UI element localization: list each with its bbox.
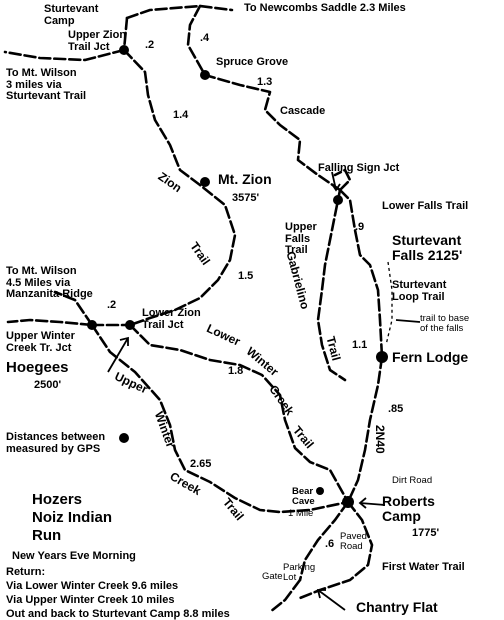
fern-lodge-label: Fern Lodge bbox=[392, 349, 469, 365]
map-title-line-2: Noiz Indian bbox=[32, 509, 112, 526]
gate-label: Gate bbox=[262, 571, 283, 582]
lower-zion-jct-dot bbox=[125, 320, 135, 330]
spruce-grove-label: Spruce Grove bbox=[216, 56, 289, 68]
chantry-flat-label: Chantry Flat bbox=[356, 599, 438, 615]
mt-zion-elevation: 3575' bbox=[232, 192, 260, 204]
distance-label: .2 bbox=[145, 39, 155, 51]
trail-zion bbox=[122, 48, 237, 327]
distance-label: 1.3 bbox=[257, 76, 273, 88]
return-heading: Return: bbox=[6, 566, 46, 578]
map-title-line-3: Run bbox=[32, 527, 62, 544]
gps-legend-dot bbox=[119, 433, 129, 443]
trail-lower-winter-creek bbox=[128, 323, 350, 504]
one-mile-label: 1 Mile bbox=[288, 508, 314, 519]
distance-label: 1.1 bbox=[352, 339, 368, 351]
distance-label: 2.65 bbox=[190, 458, 212, 470]
arrow-chantry bbox=[316, 589, 346, 611]
sturtevant-camp-dot bbox=[119, 45, 129, 55]
return-route-upper: Via Upper Winter Creek 10 miles bbox=[6, 594, 175, 606]
dirt-road-label: Dirt Road bbox=[392, 475, 433, 486]
distance-label: .85 bbox=[388, 403, 404, 415]
spruce-grove-dot bbox=[200, 70, 210, 80]
trail-sturtevant-east bbox=[186, 4, 342, 192]
map-subtitle: New Years Eve Morning bbox=[12, 550, 136, 562]
return-route-lower: Via Lower Winter Creek 9.6 miles bbox=[6, 580, 179, 592]
upper-winter-jct-dot bbox=[87, 320, 97, 330]
trail-to-newcombs bbox=[125, 4, 234, 20]
trail-lower-falls bbox=[338, 188, 384, 359]
trail-name-2n40: 2N40 bbox=[373, 425, 387, 454]
trail-2n40 bbox=[346, 355, 384, 504]
distance-label: 1.5 bbox=[238, 270, 254, 282]
trail-to-mt-wilson-north bbox=[3, 48, 126, 62]
return-route-out-back: Out and back to Sturtevant Camp 8.8 mile… bbox=[6, 608, 230, 620]
trail-upper-winter-creek bbox=[90, 323, 350, 514]
hoegees-elevation: 2500' bbox=[34, 379, 62, 391]
arrow-roberts bbox=[358, 497, 386, 509]
falling-sign-jct-label: Falling Sign Jct bbox=[318, 162, 400, 174]
trail-chantry-loop bbox=[268, 578, 302, 614]
roberts-camp-elevation: 1775' bbox=[412, 527, 440, 539]
trail-sturtevant-camp bbox=[122, 16, 129, 52]
bear-cave-dot bbox=[316, 487, 324, 495]
arrow-trail-to-base bbox=[395, 319, 421, 323]
mt-zion-dot bbox=[200, 177, 210, 187]
to-newcombs-label: To Newcombs Saddle 2.3 Miles bbox=[244, 2, 406, 14]
fern-lodge-dot bbox=[376, 351, 388, 363]
trail-paved-road bbox=[298, 500, 350, 582]
distance-label: .9 bbox=[355, 221, 365, 233]
arrow-hoegees bbox=[107, 336, 129, 373]
arrow-falling-sign bbox=[331, 171, 341, 192]
distance-label: 1.4 bbox=[173, 109, 189, 121]
trail-upper-falls bbox=[333, 168, 352, 192]
trail-to-base-falls bbox=[385, 261, 393, 346]
distance-label: .6 bbox=[325, 538, 335, 550]
trail-gabrielino bbox=[316, 188, 347, 382]
falling-sign-dot bbox=[333, 195, 343, 205]
lower-falls-trail-label: Lower Falls Trail bbox=[382, 200, 469, 212]
cascade-label: Cascade bbox=[280, 105, 326, 117]
map-title-line-1: Hozers bbox=[32, 491, 83, 508]
trail-manzanita bbox=[53, 290, 94, 327]
first-water-trail-label: First Water Trail bbox=[382, 561, 465, 573]
distance-label: .2 bbox=[107, 299, 117, 311]
roberts-camp-dot bbox=[342, 496, 354, 508]
distance-label: 1.8 bbox=[228, 365, 244, 377]
distance-label: .4 bbox=[200, 32, 210, 44]
hoegees-label: Hoegees bbox=[6, 359, 69, 376]
trail-upper-winter-west bbox=[6, 318, 94, 327]
mt-zion-label: Mt. Zion bbox=[218, 171, 272, 187]
